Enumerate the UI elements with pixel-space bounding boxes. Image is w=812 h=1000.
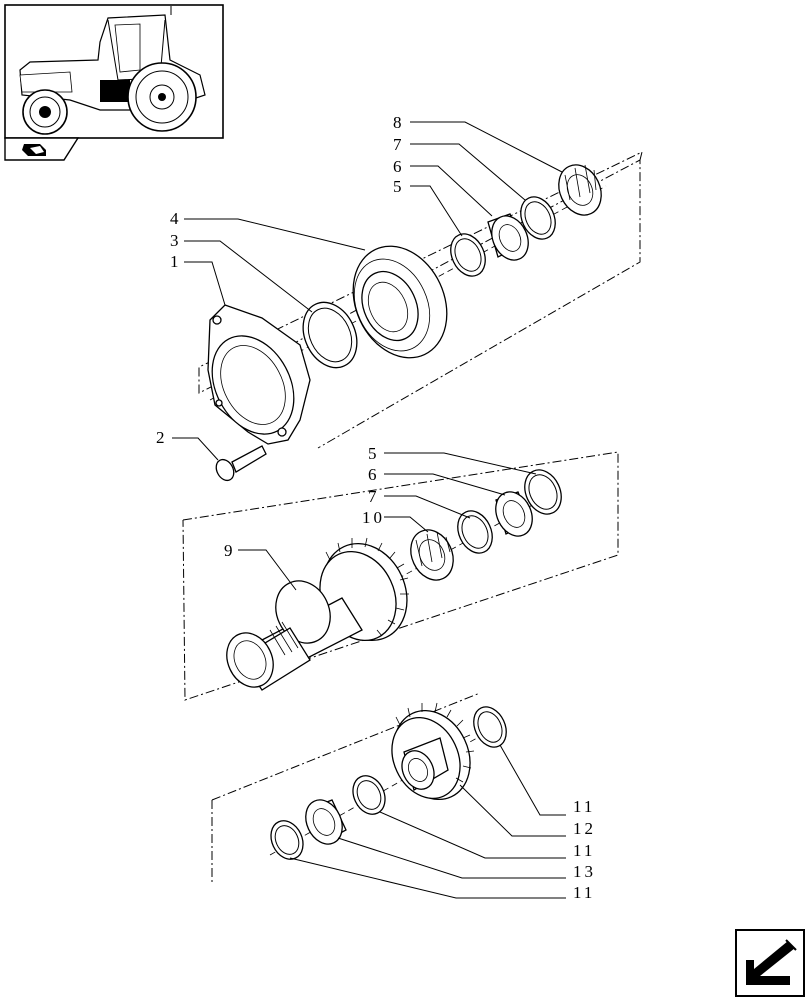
part-1-bearing-housing[interactable] bbox=[196, 304, 311, 448]
part-2-bolt[interactable] bbox=[213, 445, 267, 483]
tractor-thumbnail-icon[interactable] bbox=[4, 4, 224, 139]
middle-assembly-group: 5 6 7 10 9 bbox=[182, 444, 619, 701]
callout-1: 1 bbox=[170, 252, 182, 271]
part-7-snap-ring[interactable] bbox=[451, 505, 499, 558]
part-8-needle-cage[interactable] bbox=[551, 158, 609, 222]
part-11-snap-ring[interactable] bbox=[265, 816, 309, 865]
next-page-arrow-icon[interactable] bbox=[735, 929, 805, 997]
callout-11: 11 bbox=[573, 797, 595, 816]
callout-11: 11 bbox=[573, 883, 595, 902]
callout-4: 4 bbox=[170, 209, 182, 228]
callout-5: 5 bbox=[368, 444, 380, 463]
callout-7: 7 bbox=[368, 487, 380, 506]
part-3-snap-ring[interactable] bbox=[293, 294, 367, 377]
callout-8: 8 bbox=[393, 113, 405, 132]
part-6-bushing[interactable] bbox=[485, 210, 535, 266]
bottom-assembly-group: 11 12 11 13 11 bbox=[211, 692, 596, 902]
part-11-snap-ring[interactable] bbox=[468, 702, 513, 753]
section-tab[interactable] bbox=[4, 137, 80, 161]
part-11-snap-ring[interactable] bbox=[347, 771, 391, 820]
callout-12: 12 bbox=[573, 819, 596, 838]
top-assembly-group: 8 7 6 5 4 3 1 2 bbox=[156, 113, 643, 483]
callout-9: 9 bbox=[224, 541, 236, 560]
part-5-snap-ring[interactable] bbox=[444, 228, 492, 281]
part-12-gear[interactable] bbox=[379, 698, 484, 812]
callout-10: 10 bbox=[362, 508, 385, 527]
part-9-gear-shaft[interactable] bbox=[218, 530, 422, 695]
part-5-snap-ring[interactable] bbox=[518, 464, 568, 520]
callout-7: 7 bbox=[393, 135, 405, 154]
part-13-bushing[interactable] bbox=[299, 794, 349, 850]
callout-6: 6 bbox=[368, 465, 380, 484]
callout-2: 2 bbox=[156, 428, 168, 447]
callout-3: 3 bbox=[170, 231, 182, 250]
part-4-bearing[interactable] bbox=[336, 231, 465, 373]
part-6-bushing[interactable] bbox=[489, 486, 539, 542]
book-arrow-icon bbox=[22, 144, 46, 156]
callout-11: 11 bbox=[573, 841, 595, 860]
part-7-snap-ring[interactable] bbox=[514, 191, 562, 244]
callout-5: 5 bbox=[393, 177, 405, 196]
part-10-needle-cage[interactable] bbox=[403, 523, 461, 587]
callout-13: 13 bbox=[573, 862, 596, 881]
callout-6: 6 bbox=[393, 157, 405, 176]
